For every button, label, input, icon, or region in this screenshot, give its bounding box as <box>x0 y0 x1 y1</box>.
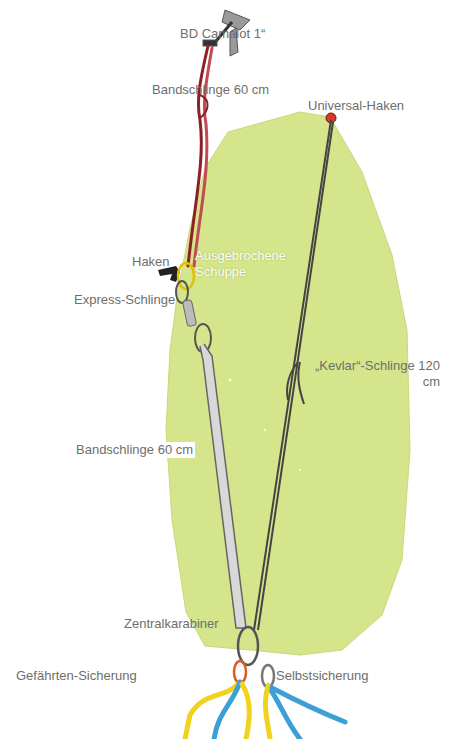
belay-label: Selbstsicherung <box>276 668 369 684</box>
carabiner-label: Zentralkarabiner <box>124 616 219 632</box>
piton-label: Haken <box>132 254 170 270</box>
belay-label: Gefährten-Sicherung <box>16 668 137 684</box>
express-sling <box>176 281 211 352</box>
sling <box>200 344 246 628</box>
sling-label: Bandschlinge 60 cm <box>152 82 269 98</box>
red-sling <box>188 46 212 266</box>
sling-label: Express-Schlinge <box>74 292 175 308</box>
sling-label: „Kevlar“-Schlinge 120 cm <box>315 358 440 390</box>
flake-label: Ausgebrochene Schuppe <box>195 248 305 280</box>
device-label: BD Camalot 1“ <box>180 26 265 42</box>
kevlar-sling <box>254 120 333 630</box>
sling-label: Bandschlinge 60 cm <box>74 442 195 458</box>
piton-label: Universal-Haken <box>308 98 404 114</box>
central-carabiner <box>238 627 258 665</box>
